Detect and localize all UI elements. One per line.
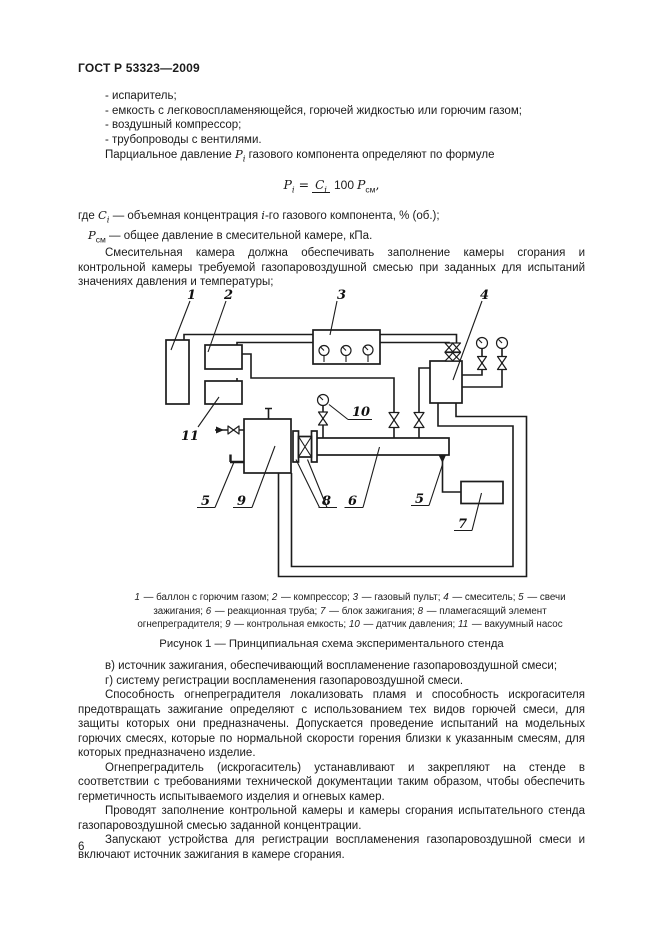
vessel-spark-stub [229, 454, 244, 464]
math-var: C [97, 207, 107, 222]
pipe-loop-outer [277, 403, 528, 578]
lower-text-block: в) источник зажигания, обеспечивающий во… [78, 659, 585, 862]
experimental-stand-schematic: 1 2 3 4 5 9 8 6 5 7 10 11 [165, 288, 528, 578]
math-sub: см [95, 233, 106, 244]
math-sub: i [291, 185, 295, 196]
vessel-top-stub [265, 407, 272, 419]
fraction-denominator: 100 [333, 178, 354, 193]
figure-caption-line: огнепреградителя; 9 — контрольная емкост… [137, 619, 563, 631]
pipe-loop-inner [290, 403, 514, 568]
math-sub: i [324, 185, 327, 196]
figure-caption-line: 1 — баллон с горючим газом; 2 — компресс… [134, 592, 566, 603]
pipe-panel-to-mixer-inner [380, 341, 450, 361]
equals-sign: = [294, 176, 310, 192]
fraction: Ci 100 [312, 178, 354, 197]
label-10: 10 [352, 405, 370, 420]
label-2: 2 [223, 288, 233, 303]
paragraph: Способность огнепреградителя локализоват… [78, 689, 585, 759]
compressor [204, 344, 243, 370]
figure-caption: 1 — баллон с горючим газом; 2 — компресс… [90, 591, 610, 632]
flame-arrester-cross [298, 436, 312, 458]
ignition-unit [460, 480, 504, 505]
math-var: P [88, 227, 96, 242]
text-run: — общее давление в смесительной камере, … [105, 229, 373, 242]
list-item: - испаритель; [105, 90, 177, 102]
list-item: - трубопроводы с вентилями. [105, 133, 262, 146]
pipe-manifold [242, 353, 395, 438]
math-var: P [234, 147, 243, 161]
fraction-numerator: Ci [312, 178, 330, 196]
paragraph: Огнепреградитель (искрогаситель) устанав… [78, 761, 585, 803]
partial-pressure-formula: Pi = Ci 100 Pсм, [78, 172, 585, 204]
math-var: i [261, 207, 265, 222]
label-4: 4 [480, 288, 489, 303]
math-sub: i [242, 154, 246, 165]
pipe-compressor-to-panel [236, 341, 313, 345]
pressure-sensor-gauge [316, 393, 330, 407]
list-item: г) систему регистрации воспламенения газ… [105, 674, 464, 687]
list-item: - емкость с легковоспламеняющейся, горюч… [105, 104, 522, 117]
label-1: 1 [187, 288, 196, 303]
label-5-left: 5 [201, 494, 210, 509]
page-number: 6 [78, 841, 85, 853]
math-var: C [315, 178, 325, 193]
vacuum-pump [204, 380, 243, 405]
page-header: ГОСТ Р 53323—2009 [78, 61, 200, 75]
figure-title: Рисунок 1 — Принципиальная схема экспери… [159, 638, 504, 650]
where-line-1: где Ci — объемная концентрация i-го газо… [78, 208, 585, 228]
text-run: — объемная концентрация [109, 209, 262, 222]
label-6: 6 [348, 494, 357, 509]
pipe-cylinder-to-panel [183, 333, 313, 340]
label-11: 11 [181, 429, 199, 444]
label-8: 8 [322, 494, 331, 509]
text-run: -го газового компонента, % (об.); [264, 209, 440, 222]
label-5-right: 5 [415, 492, 424, 507]
math-var: P [357, 177, 366, 193]
label-3: 3 [337, 288, 346, 303]
comma: , [375, 177, 380, 193]
paragraph: Проводят заполнение контрольной камеры и… [78, 805, 585, 832]
paragraph: Запускают устройства для регистрации вос… [78, 834, 585, 861]
spark-plug-right [438, 455, 446, 463]
partial-pressure-sentence: Парциальное давление Pi газового компоне… [78, 147, 585, 167]
text-run: где [78, 209, 98, 222]
text-run: газового компонента определяют по формул… [245, 149, 495, 161]
list-item: в) источник зажигания, обеспечивающий во… [105, 660, 558, 672]
pipe-mixer-gauge-a [462, 348, 483, 376]
list-item: - воздушный компрессор; [105, 119, 242, 131]
text-run: Парциальное давление [105, 149, 235, 161]
gas-cylinder [165, 339, 190, 405]
math-sub: i [106, 215, 110, 226]
math-sub: см [365, 184, 376, 195]
reaction-tube [315, 437, 450, 456]
label-9: 9 [237, 494, 246, 509]
upper-text-block: - испаритель; - емкость с легковоспламен… [78, 89, 585, 290]
control-vessel [243, 418, 292, 474]
label-7: 7 [458, 517, 467, 532]
where-line-2: Pсм — общее давление в смесительной каме… [78, 228, 585, 247]
mixer-gauges [475, 336, 509, 350]
pipe-panel-to-mixer-outer [380, 333, 458, 361]
pipe-spark-to-ignition-unit [441, 461, 461, 493]
panel-gauges [318, 344, 374, 362]
callout-leaders [170, 300, 483, 532]
valves [216, 342, 508, 435]
mixing-chamber-paragraph: Смесительная камера должна обеспечивать … [78, 247, 585, 289]
figure-caption-line: зажигания; 6 — реакционная труба; 7 — бл… [153, 605, 547, 617]
math-var: P [283, 176, 292, 192]
